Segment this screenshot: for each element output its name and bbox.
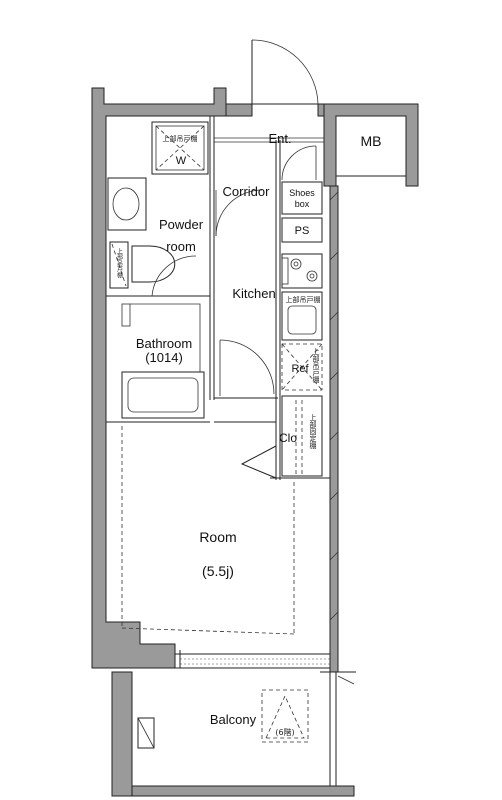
meter-box-label: MB (361, 133, 382, 149)
room-label: Room (199, 529, 236, 545)
powder-room-label-line1: Powder (159, 217, 204, 232)
entrance-label: Ent. (268, 131, 291, 146)
bathtub (121, 371, 205, 419)
closet-label: Clo (279, 431, 297, 445)
pipe-space-label: PS (295, 225, 310, 237)
evacuation-hatch-floor: (6階) (275, 727, 294, 737)
room-size: (5.5j) (202, 563, 234, 579)
balcony-left-wall (111, 671, 133, 797)
balcony-drain (137, 717, 155, 749)
left-exterior-wall (91, 87, 227, 669)
washer-space (151, 121, 209, 175)
shoes-box-door (281, 145, 317, 181)
balcony-label: Balcony (210, 712, 257, 727)
washer-label: W (176, 155, 187, 167)
entrance-wall-left (225, 103, 253, 117)
kitchen-counter (281, 291, 323, 341)
right-wall-hatch (329, 191, 339, 621)
powder-room-label-line2: room (166, 239, 196, 254)
upper-cabinet-note-washer: 上部吊戸棚 (163, 134, 198, 143)
shoes-box-label-line2: box (295, 199, 310, 209)
upper-cabinet-note-kitchen: 上部吊戸棚 (286, 295, 321, 304)
toilet-bowl (131, 245, 176, 283)
evacuation-hatch (261, 689, 309, 743)
toilet-tank (109, 241, 129, 289)
shoes-box (281, 181, 323, 215)
upper-cabinet-note-ref: 上部吊戸棚 (312, 347, 320, 384)
corridor-label: Corridor (223, 184, 271, 199)
entrance-door (251, 39, 319, 105)
refrigerator-space (281, 343, 323, 391)
bathroom-label: Bathroom (136, 336, 192, 351)
powder-room-door (151, 255, 197, 297)
kitchen-door (219, 339, 275, 395)
shoes-box-label-line1: Shoes (289, 188, 315, 198)
refrigerator-label: Ref (291, 363, 309, 375)
bathroom-size: (1014) (145, 350, 183, 365)
upper-fixed-shelf-note: 上部固定棚 (309, 413, 317, 450)
balcony-window (175, 650, 330, 669)
balcony-bottom-wall (131, 785, 355, 797)
upper-cabinet-note-toilet: 上部吊戸棚 (116, 247, 123, 279)
bathroom-door (130, 303, 201, 372)
kitchen-label: Kitchen (232, 286, 275, 301)
room-door-swing (240, 445, 277, 479)
pipe-space (281, 217, 323, 243)
closet (281, 395, 323, 477)
vanity (107, 177, 147, 231)
corridor-door (215, 189, 263, 237)
